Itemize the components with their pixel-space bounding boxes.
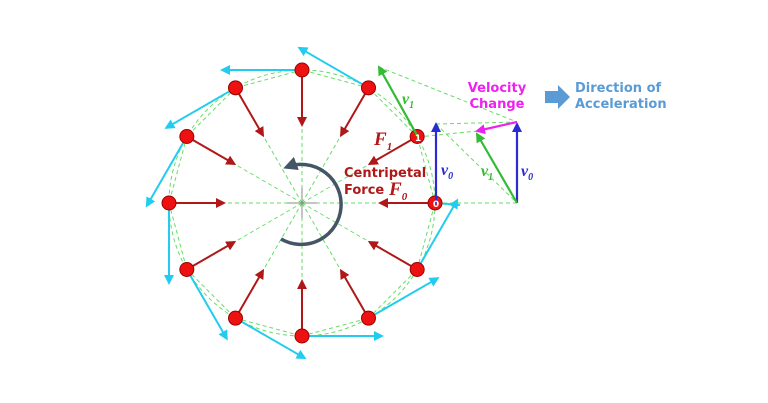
polygon-edge [168, 202, 188, 270]
mass-point [409, 262, 425, 277]
velocity-arrow [368, 277, 440, 320]
centripetal-force-arrow [186, 240, 237, 271]
mass-point [161, 195, 177, 211]
v1-vector [378, 65, 419, 138]
mass-point [294, 328, 310, 344]
centripetal-force-label: Centripetal Force [344, 166, 426, 198]
f1-label: F1 [373, 129, 392, 153]
mass-point [294, 62, 310, 78]
polygon-edge [168, 136, 188, 204]
guide-line [417, 130, 478, 138]
velocity-arrow [145, 135, 188, 208]
polygon-edge [186, 87, 236, 137]
velocity-change-vector [475, 120, 518, 135]
velocity-triangle [475, 120, 522, 204]
mass-point [361, 310, 376, 326]
mass-point [179, 262, 195, 277]
velocity-arrows [145, 46, 461, 360]
radial-spokes [169, 70, 435, 336]
direction-of-acceleration-label: Direction of Acceleration [575, 81, 667, 112]
svg-text:Centripetal: Centripetal [344, 166, 426, 181]
centripetal-force-arrow [367, 240, 418, 271]
force-arrows [169, 70, 435, 336]
centripetal-force-arrow [234, 87, 265, 138]
v0-triangle-label: v0 [521, 163, 533, 183]
v1-triangle-label: v1 [481, 163, 493, 183]
mass-point [179, 129, 195, 144]
v1-vector-triangle [475, 132, 518, 204]
spoke-line [301, 202, 369, 319]
guide-line [378, 66, 518, 123]
centripetal-force-arrow [186, 135, 237, 166]
point-1-label: 1 [415, 134, 421, 144]
svg-text:Force: Force [344, 183, 384, 198]
polygon-edge [416, 202, 436, 270]
centripetal-force-arrow [367, 135, 418, 166]
mass-point [228, 310, 243, 326]
polygon-edge [301, 317, 369, 337]
centripetal-force-arrow [339, 87, 370, 138]
polygon-edge [235, 317, 303, 337]
spoke-line [301, 87, 369, 204]
svg-text:Acceleration: Acceleration [575, 97, 667, 112]
v1-label: v1 [402, 91, 414, 111]
mass-point [361, 80, 376, 96]
inscribed-polygon [168, 69, 436, 337]
direction-block-arrow [545, 85, 570, 109]
spoke-line [235, 202, 303, 319]
velocity-change-label: Velocity Change [468, 81, 527, 112]
svg-text:Velocity: Velocity [468, 81, 527, 96]
spoke-line [301, 202, 418, 270]
polygon-edge [416, 136, 436, 204]
spoke-line [186, 136, 303, 204]
spoke-line [301, 136, 418, 204]
polygon-edge [368, 87, 418, 137]
velocity-arrow [235, 317, 307, 360]
velocity-arrow [416, 198, 459, 271]
velocity-arrow [164, 86, 237, 129]
polygon-edge [301, 69, 369, 89]
center-mark [287, 188, 317, 218]
triangle-guides [378, 66, 518, 204]
svg-text:Direction of: Direction of [575, 81, 661, 96]
mass-points [161, 62, 443, 344]
velocity-arrow [297, 46, 369, 89]
svg-text:Change: Change [470, 97, 525, 112]
point-0-label: 0 [433, 200, 439, 210]
mass-point [228, 80, 243, 96]
polygon-edge [368, 269, 418, 319]
centripetal-force-arrow [339, 268, 370, 319]
spoke-line [186, 202, 303, 270]
velocity-arrow [185, 269, 228, 341]
polygon-edge [235, 69, 303, 89]
centripetal-force-arrow [234, 268, 265, 319]
f0-label: F0 [388, 179, 408, 203]
spoke-line [235, 87, 303, 204]
guide-line [435, 123, 518, 204]
v0-label: v0 [441, 162, 453, 182]
rotation-arrow [280, 156, 343, 247]
polygon-edge [186, 269, 236, 319]
